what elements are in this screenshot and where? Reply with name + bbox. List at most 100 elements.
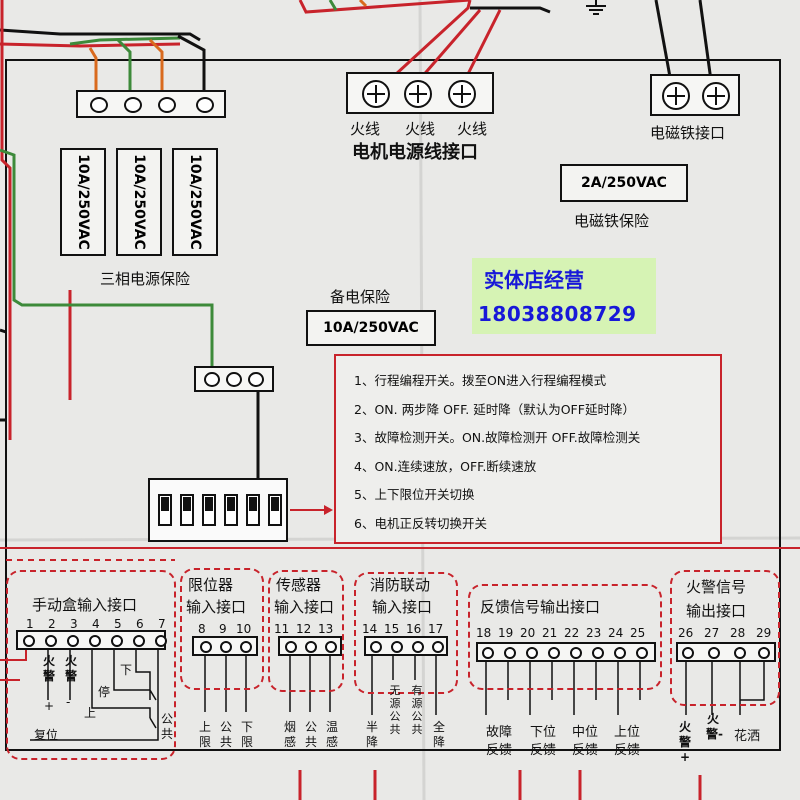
- limit-title-2: 输入接口: [186, 598, 247, 616]
- terminal-hole: [482, 647, 494, 659]
- wire: [298, 770, 702, 800]
- screw-terminal: [404, 80, 432, 108]
- feedback-group: [468, 584, 662, 690]
- wire: [113, 648, 150, 691]
- dip-switch-lever: [224, 494, 238, 526]
- feedback-terminal: [476, 642, 656, 662]
- note-item: 6、电机正反转切换开关: [354, 515, 487, 531]
- fire-link-title-1: 消防联动: [370, 576, 431, 594]
- wire: [30, 648, 159, 741]
- terminal-number: 8: [198, 622, 206, 636]
- sensor-terminal: [278, 636, 342, 656]
- screw-terminal: [662, 82, 690, 110]
- sensor-label: 公共: [304, 720, 317, 749]
- manual-box-group: [6, 570, 176, 760]
- dip-switch-lever: [246, 494, 260, 526]
- common-label: 公共: [160, 712, 173, 741]
- terminal-hole: [391, 641, 403, 653]
- fire-link-terminal: [364, 636, 448, 656]
- terminal-hole: [708, 647, 720, 659]
- terminal-hole: [285, 641, 297, 653]
- wire: [371, 656, 437, 715]
- wire: [91, 648, 151, 718]
- terminal-hole: [248, 372, 264, 387]
- wire: [654, 0, 674, 89]
- ground-symbol: [586, 0, 606, 15]
- terminal-hole: [200, 641, 212, 653]
- minus-sign: -: [66, 695, 71, 709]
- terminal-hole: [124, 97, 142, 113]
- terminal-hole: [592, 647, 604, 659]
- terminal-hole: [758, 647, 770, 659]
- feedback-label: 上位反馈: [614, 725, 641, 758]
- terminal-hole: [155, 635, 167, 647]
- fire-link-label: 无源公共: [389, 684, 401, 736]
- wire: [358, 0, 368, 8]
- board-outline: [5, 59, 781, 751]
- promo-line-1: 实体店经营: [484, 268, 584, 292]
- terminal-hole: [204, 372, 220, 387]
- three-phase-fuse: 10A/250VAC: [60, 148, 106, 256]
- motor-terminal-label: 火线: [457, 120, 488, 138]
- backup-fuse-label: 备电保险: [330, 288, 391, 306]
- terminal-number: 25: [630, 626, 646, 640]
- wire: [0, 28, 201, 42]
- terminal-hole: [734, 647, 746, 659]
- wire: [470, 6, 551, 14]
- magnet-terminal: [650, 74, 740, 116]
- dip-switch: [148, 478, 288, 542]
- sensor-label: 温感: [325, 720, 338, 749]
- terminal-number: 11: [274, 622, 290, 636]
- motor-terminal-label: 火线: [405, 120, 436, 138]
- wire: [177, 34, 206, 92]
- terminal-number: 23: [586, 626, 602, 640]
- wire: [328, 0, 338, 11]
- wire: [88, 47, 98, 92]
- terminal-number: 13: [318, 622, 334, 636]
- three-phase-fuse-label: 三相电源保险: [100, 270, 191, 288]
- terminal-number: 14: [362, 622, 378, 636]
- alarm-label: 火警+: [678, 720, 691, 764]
- wire: [0, 148, 214, 370]
- three-phase-terminal: [76, 90, 226, 118]
- feedback-label: 故障反馈: [486, 725, 513, 758]
- terminal-number: 20: [520, 626, 536, 640]
- wire: [47, 648, 71, 700]
- stop-label: 停: [98, 685, 111, 699]
- wire: [485, 660, 641, 715]
- alarm-title-1: 火警信号: [686, 578, 747, 596]
- terminal-number: 7: [158, 617, 166, 631]
- fire-alarm-plus-label: 火警: [42, 654, 55, 683]
- backup-fuse: 10A/250VAC: [306, 310, 436, 346]
- wire: [381, 0, 472, 88]
- motor-power-terminal: [346, 72, 494, 114]
- arrow-head: [324, 505, 333, 515]
- terminal-hole: [45, 635, 57, 647]
- note-item: 2、ON. 两步降 OFF. 延时降（默认为OFF延时降）: [354, 401, 635, 417]
- alarm-output-terminal: [676, 642, 776, 662]
- terminal-number: 12: [296, 622, 312, 636]
- terminal-hole: [158, 97, 176, 113]
- terminal-hole: [504, 647, 516, 659]
- dip-switch-lever: [180, 494, 194, 526]
- terminal-hole: [370, 641, 382, 653]
- magnet-fuse-label: 电磁铁保险: [574, 212, 650, 230]
- fire-linkage-group: [354, 572, 458, 694]
- fire-alarm-output-group: [670, 570, 780, 706]
- dip-switch-lever: [202, 494, 216, 526]
- terminal-number: 18: [476, 626, 492, 640]
- terminal-hole: [240, 641, 252, 653]
- wire: [0, 0, 12, 440]
- dip-switch-notes: 1、行程编程开关。拨至ON进入行程编程模式 2、ON. 两步降 OFF. 延时降…: [334, 354, 722, 544]
- terminal-number: 1: [26, 617, 34, 631]
- wire: [204, 656, 247, 712]
- terminal-hole: [305, 641, 317, 653]
- limit-label: 上限: [198, 720, 211, 749]
- terminal-hole: [614, 647, 626, 659]
- feedback-title: 反馈信号输出接口: [480, 598, 601, 616]
- sensor-title-1: 传感器: [276, 576, 322, 594]
- terminal-hole: [432, 641, 444, 653]
- motor-terminal-label: 火线: [350, 120, 381, 138]
- feedback-label: 下位反馈: [530, 725, 557, 758]
